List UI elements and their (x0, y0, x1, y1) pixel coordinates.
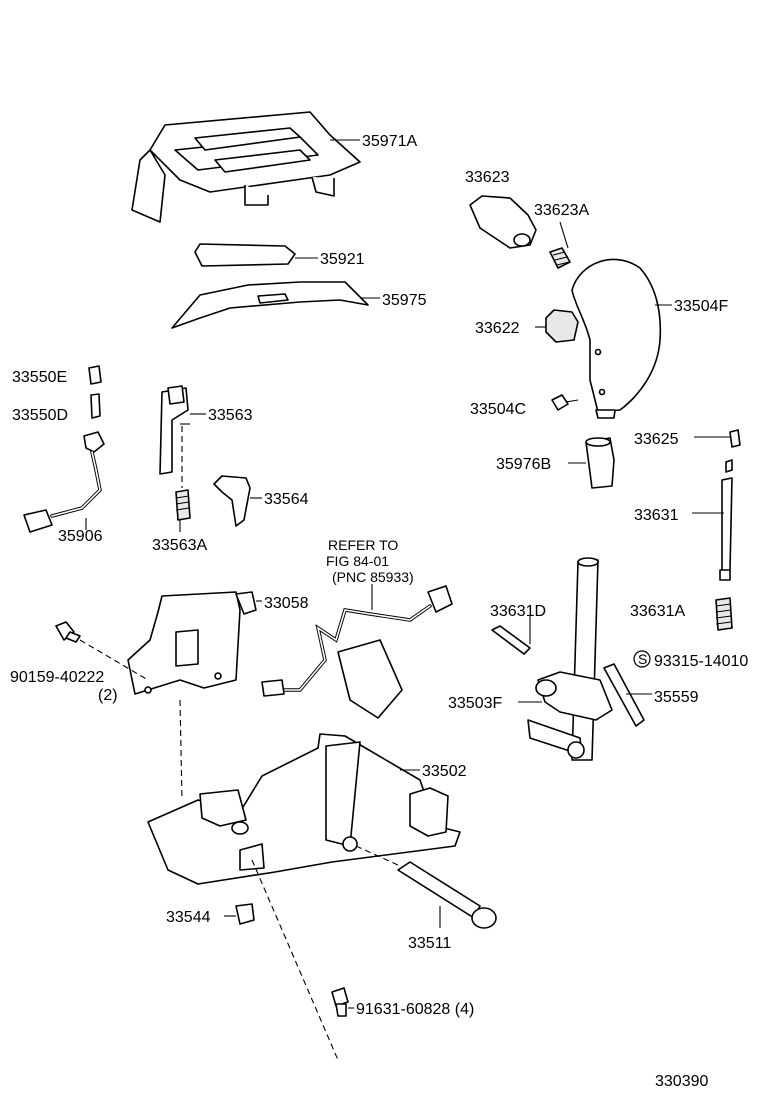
part-bushing (235, 903, 255, 925)
label-33563a: 33563A (152, 537, 207, 554)
part-shift-lever (518, 557, 613, 761)
label-33623: 33623 (465, 169, 510, 186)
label-35975: 35975 (382, 292, 427, 309)
part-shift-button (469, 195, 537, 249)
part-wire-harness (23, 431, 105, 533)
part-bracket (127, 591, 262, 695)
part-pin-33631d (491, 616, 531, 655)
part-shift-bezel (131, 111, 361, 223)
part-shift-rod (692, 459, 733, 581)
label-33563: 33563 (208, 407, 253, 424)
part-button-spring (549, 247, 571, 269)
label-33544: 33544 (166, 909, 211, 926)
label-90159-qty: (2) (98, 687, 118, 704)
label-35971a: 35971A (362, 133, 417, 150)
label-35559: 35559 (654, 689, 699, 706)
part-shift-knob (571, 258, 662, 413)
standard-part-marker-icon (633, 650, 651, 668)
label-33622: 33622 (475, 320, 520, 337)
part-gasket (194, 243, 296, 267)
label-35906: 35906 (58, 528, 103, 545)
label-91631-60828: 91631-60828 (4) (356, 1001, 474, 1018)
part-clip (213, 475, 251, 527)
label-33550e: 33550E (12, 369, 67, 386)
label-33550d: 33550D (12, 407, 68, 424)
part-shift-lock-harness (261, 584, 453, 719)
part-pin (694, 429, 741, 448)
part-bolt-90159 (55, 621, 149, 681)
part-rod-spring (715, 597, 733, 631)
label-93315-14010: 93315-14010 (654, 653, 748, 670)
label-33625: 33625 (634, 431, 679, 448)
part-indicator-slider (159, 385, 206, 488)
part-lever-housing (147, 699, 461, 885)
part-shaft (355, 845, 497, 929)
part-cover-plate (171, 281, 369, 329)
part-knob-screw (551, 394, 579, 411)
part-slider-spring (175, 489, 191, 532)
part-link-35559 (603, 663, 645, 727)
label-s-mark: S (638, 651, 647, 667)
label-33058: 33058 (264, 595, 309, 612)
label-33564: 33564 (264, 491, 309, 508)
label-35976b: 35976B (496, 456, 551, 473)
label-33511: 33511 (408, 935, 451, 952)
part-knob-insert (545, 309, 579, 343)
label-33504c: 33504C (470, 401, 526, 418)
label-33623a: 33623A (534, 202, 589, 219)
refer-line-2: FIG 84-01 (326, 553, 389, 569)
refer-line-3: (PNC 85933) (332, 569, 414, 585)
part-bulb (88, 365, 102, 419)
label-33631d: 33631D (490, 603, 546, 620)
label-33503f: 33503F (448, 695, 502, 712)
label-33631a: 33631A (630, 603, 685, 620)
label-33502: 33502 (422, 763, 467, 780)
label-35921: 35921 (320, 251, 365, 268)
refer-line-1: REFER TO (328, 537, 398, 553)
part-bolt-91631 (251, 859, 354, 1061)
label-33631: 33631 (634, 507, 679, 524)
label-90159-40222: 90159-40222 (10, 669, 104, 686)
catalog-number: 330390 (655, 1073, 708, 1090)
label-33504f: 33504F (674, 298, 728, 315)
